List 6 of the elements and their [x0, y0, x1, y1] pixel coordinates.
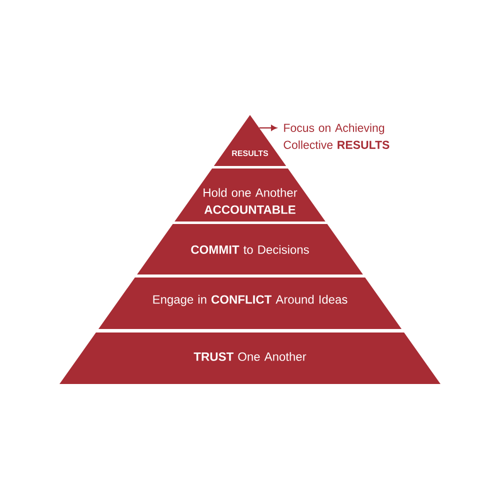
pyramid-tier: Hold one Another ACCOUNTABLE [174, 168, 326, 222]
pyramid-tier: TRUST One Another [60, 332, 440, 384]
pyramid-tier: Engage in CONFLICT Around Ideas [98, 278, 402, 329]
callout-text: Focus on Achieving Collective RESULTS [284, 124, 390, 149]
arrow [259, 125, 277, 131]
pyramid-tier: COMMIT to Decisions [137, 224, 363, 274]
